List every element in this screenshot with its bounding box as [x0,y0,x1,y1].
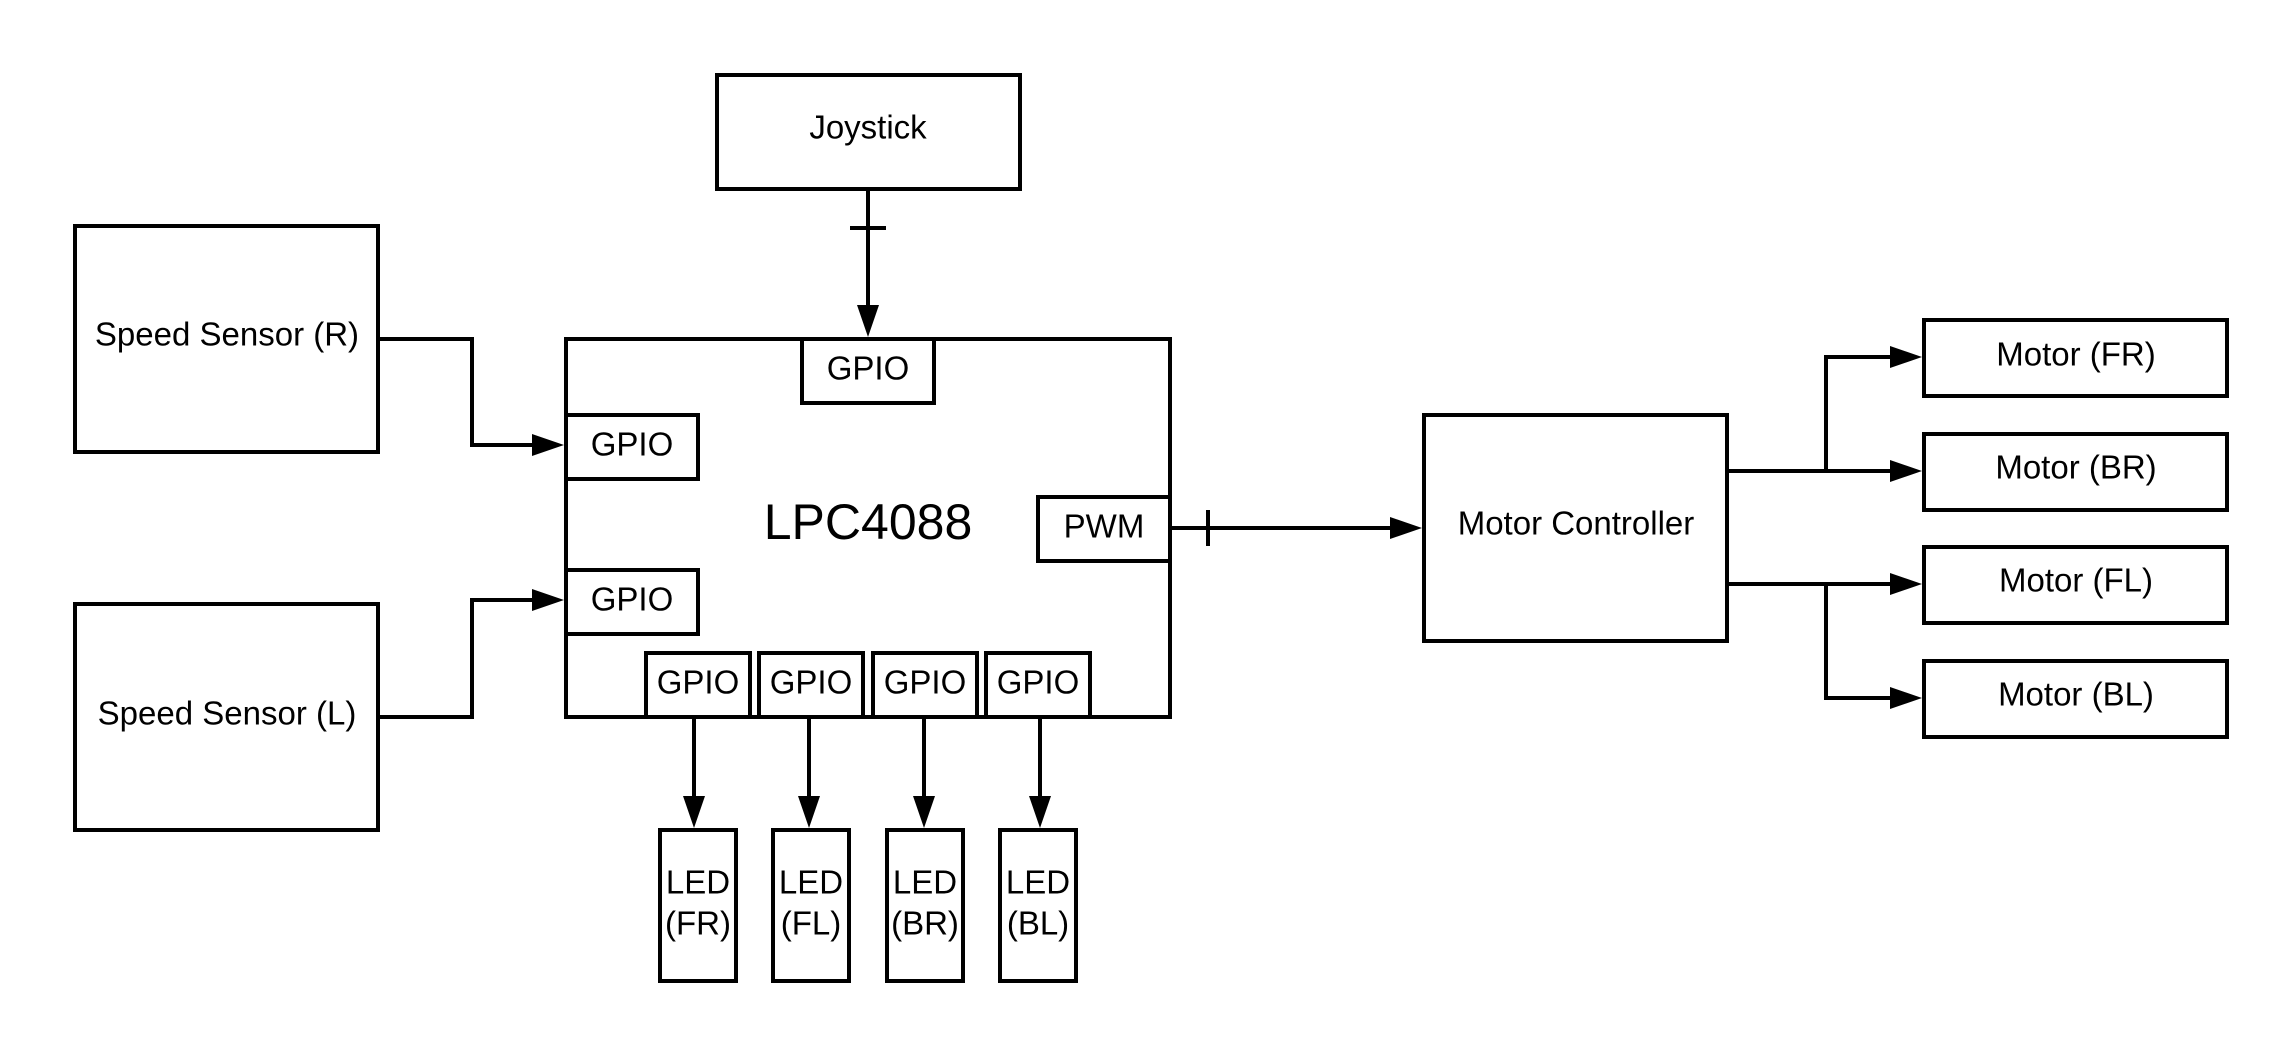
arrowhead [1890,346,1922,368]
gpio-top-label: GPIO [827,350,910,387]
arrowhead [857,305,879,337]
gpio-left-upper-pin: GPIO [564,413,700,481]
motor-controller-block: Motor Controller [1422,413,1729,643]
speed-sensor-r-to-gpio-connector [378,337,564,456]
led-br-label-line2: (BR) [891,905,959,942]
arrowhead [798,796,820,828]
speed-sensor-l-block: Speed Sensor (L) [73,602,380,832]
speed-sensor-l-label: Speed Sensor (L) [98,695,357,732]
gpio-left-upper-label: GPIO [591,426,674,463]
pwm-to-motor-controller-connector [1170,510,1422,546]
arrowhead [1890,573,1922,595]
motor-controller-label: Motor Controller [1458,505,1695,542]
gpio-left-lower-label: GPIO [591,581,674,618]
motor-fr-label: Motor (FR) [1996,336,2156,373]
led-fl-label-line1: LED [779,864,843,901]
gpio-left-lower-pin: GPIO [564,568,700,636]
arrowhead [913,796,935,828]
gpio-to-led-bl-connector [1029,717,1051,828]
speed-sensor-l-to-gpio-connector [378,589,564,719]
arrowhead [1890,687,1922,709]
mcu-label: LPC4088 [764,494,973,550]
arrowhead [683,796,705,828]
led-fr-block: LED (FR) [658,828,738,983]
motor-controller-to-front-right-motors-connector [1727,346,1922,482]
joystick-block: Joystick [715,73,1022,191]
led-bl-block: LED (BL) [998,828,1078,983]
led-br-block: LED (BR) [885,828,965,983]
arrowhead [1029,796,1051,828]
motor-fl-label: Motor (FL) [1999,562,2153,599]
joystick-to-gpio-connector [850,189,886,337]
motor-bl-block: Motor (BL) [1922,659,2229,739]
motor-br-block: Motor (BR) [1922,432,2229,512]
arrowhead [1890,460,1922,482]
joystick-label: Joystick [809,109,927,146]
led-fl-label-line2: (FL) [781,905,842,942]
gpio-bottom-2-pin: GPIO [757,651,865,719]
motor-fl-block: Motor (FL) [1922,545,2229,625]
led-br-label-line1: LED [893,864,957,901]
gpio-bottom-1-pin: GPIO [644,651,752,719]
led-fr-label-line1: LED [666,864,730,901]
led-fr-label-line2: (FR) [665,905,731,942]
led-fl-block: LED (FL) [771,828,851,983]
pwm-label: PWM [1064,508,1145,545]
gpio-top-pin: GPIO [800,337,936,405]
arrowhead [532,434,564,456]
speed-sensor-r-label: Speed Sensor (R) [95,316,359,353]
arrowhead [532,589,564,611]
speed-sensor-r-block: Speed Sensor (R) [73,224,380,454]
gpio-to-led-fl-connector [798,717,820,828]
gpio-bottom-3-label: GPIO [884,664,967,701]
gpio-bottom-4-label: GPIO [997,664,1080,701]
gpio-bottom-3-pin: GPIO [871,651,979,719]
gpio-bottom-1-label: GPIO [657,664,740,701]
led-bl-label-line1: LED [1006,864,1070,901]
pwm-pin: PWM [1036,495,1172,563]
arrowhead [1390,517,1422,539]
gpio-to-led-fr-connector [683,717,705,828]
motor-bl-label: Motor (BL) [1998,676,2154,713]
motor-controller-to-left-motors-connector [1727,573,1922,709]
motor-br-label: Motor (BR) [1995,449,2156,486]
led-bl-label-line2: (BL) [1007,905,1069,942]
gpio-to-led-br-connector [913,717,935,828]
gpio-bottom-4-pin: GPIO [984,651,1092,719]
gpio-bottom-2-label: GPIO [770,664,853,701]
motor-fr-block: Motor (FR) [1922,318,2229,398]
